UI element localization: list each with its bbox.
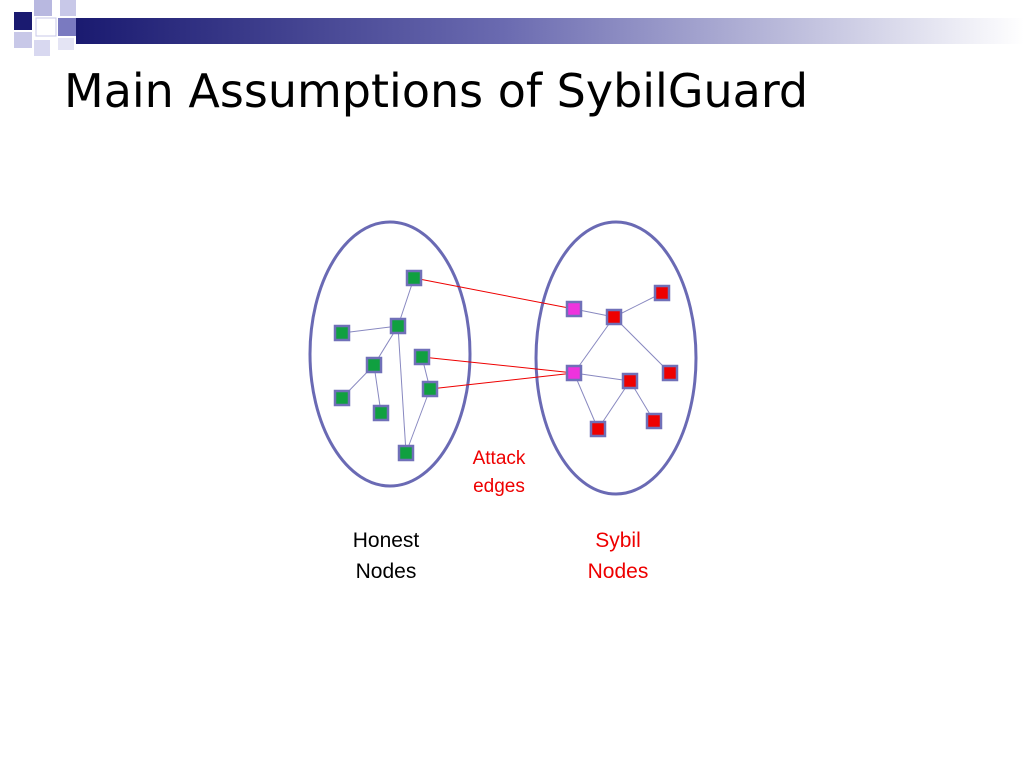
attack-edge [429, 372, 575, 390]
header-square [58, 18, 76, 36]
sybil-region-ellipse [534, 220, 698, 496]
sybil-nodes-label-line: Sybil [595, 529, 641, 552]
edge [397, 325, 407, 454]
attack-edges-label-line: edges [473, 476, 525, 497]
header-decoration [0, 0, 1024, 56]
honest-region-ellipse [308, 220, 472, 488]
slide-title: Main Assumptions of SybilGuard [64, 64, 809, 118]
header-square [34, 0, 52, 16]
sybil-nodes-label-line: Nodes [587, 560, 649, 583]
edge [573, 372, 599, 430]
sybil-nodes-label: Sybil Nodes [568, 525, 668, 587]
sybil-node [589, 420, 607, 438]
attack-edges-label: Attack edges [458, 445, 540, 501]
header-square [34, 40, 50, 56]
header-square [58, 38, 74, 50]
honest-node [397, 444, 415, 462]
attack-edges [413, 277, 575, 390]
honest-node [372, 404, 390, 422]
edge [613, 316, 671, 374]
sybil-node [661, 364, 679, 382]
attack-edge [413, 277, 575, 310]
edge [573, 316, 615, 374]
sybil-node [605, 308, 623, 326]
sybil-node [653, 284, 671, 302]
sybil-nodes [565, 284, 679, 438]
header-square [35, 17, 57, 37]
attack-edge [421, 356, 575, 374]
header-square [60, 0, 76, 16]
header-gradient-bar [76, 18, 1024, 44]
sybil-boundary-node [565, 300, 583, 318]
edge [573, 372, 631, 382]
sybil-node [645, 412, 663, 430]
honest-node [365, 356, 383, 374]
header-square [14, 12, 32, 30]
edge [341, 325, 399, 334]
honest-nodes-label-line: Honest [352, 529, 420, 552]
header-square [14, 32, 32, 48]
honest-node [413, 348, 431, 366]
edge [405, 388, 431, 454]
sybil-boundary-node [565, 364, 583, 382]
header-square [0, 0, 14, 14]
honest-nodes-label-line: Nodes [355, 560, 417, 583]
honest-node [389, 317, 407, 335]
honest-node [405, 269, 423, 287]
honest-node [333, 389, 351, 407]
honest-nodes-label: Honest Nodes [336, 525, 436, 587]
honest-node [421, 380, 439, 398]
honest-edges [341, 277, 431, 454]
honest-nodes [333, 269, 439, 462]
sybil-node [621, 372, 639, 390]
honest-node [333, 324, 351, 342]
attack-edges-label-line: Attack [472, 448, 526, 469]
